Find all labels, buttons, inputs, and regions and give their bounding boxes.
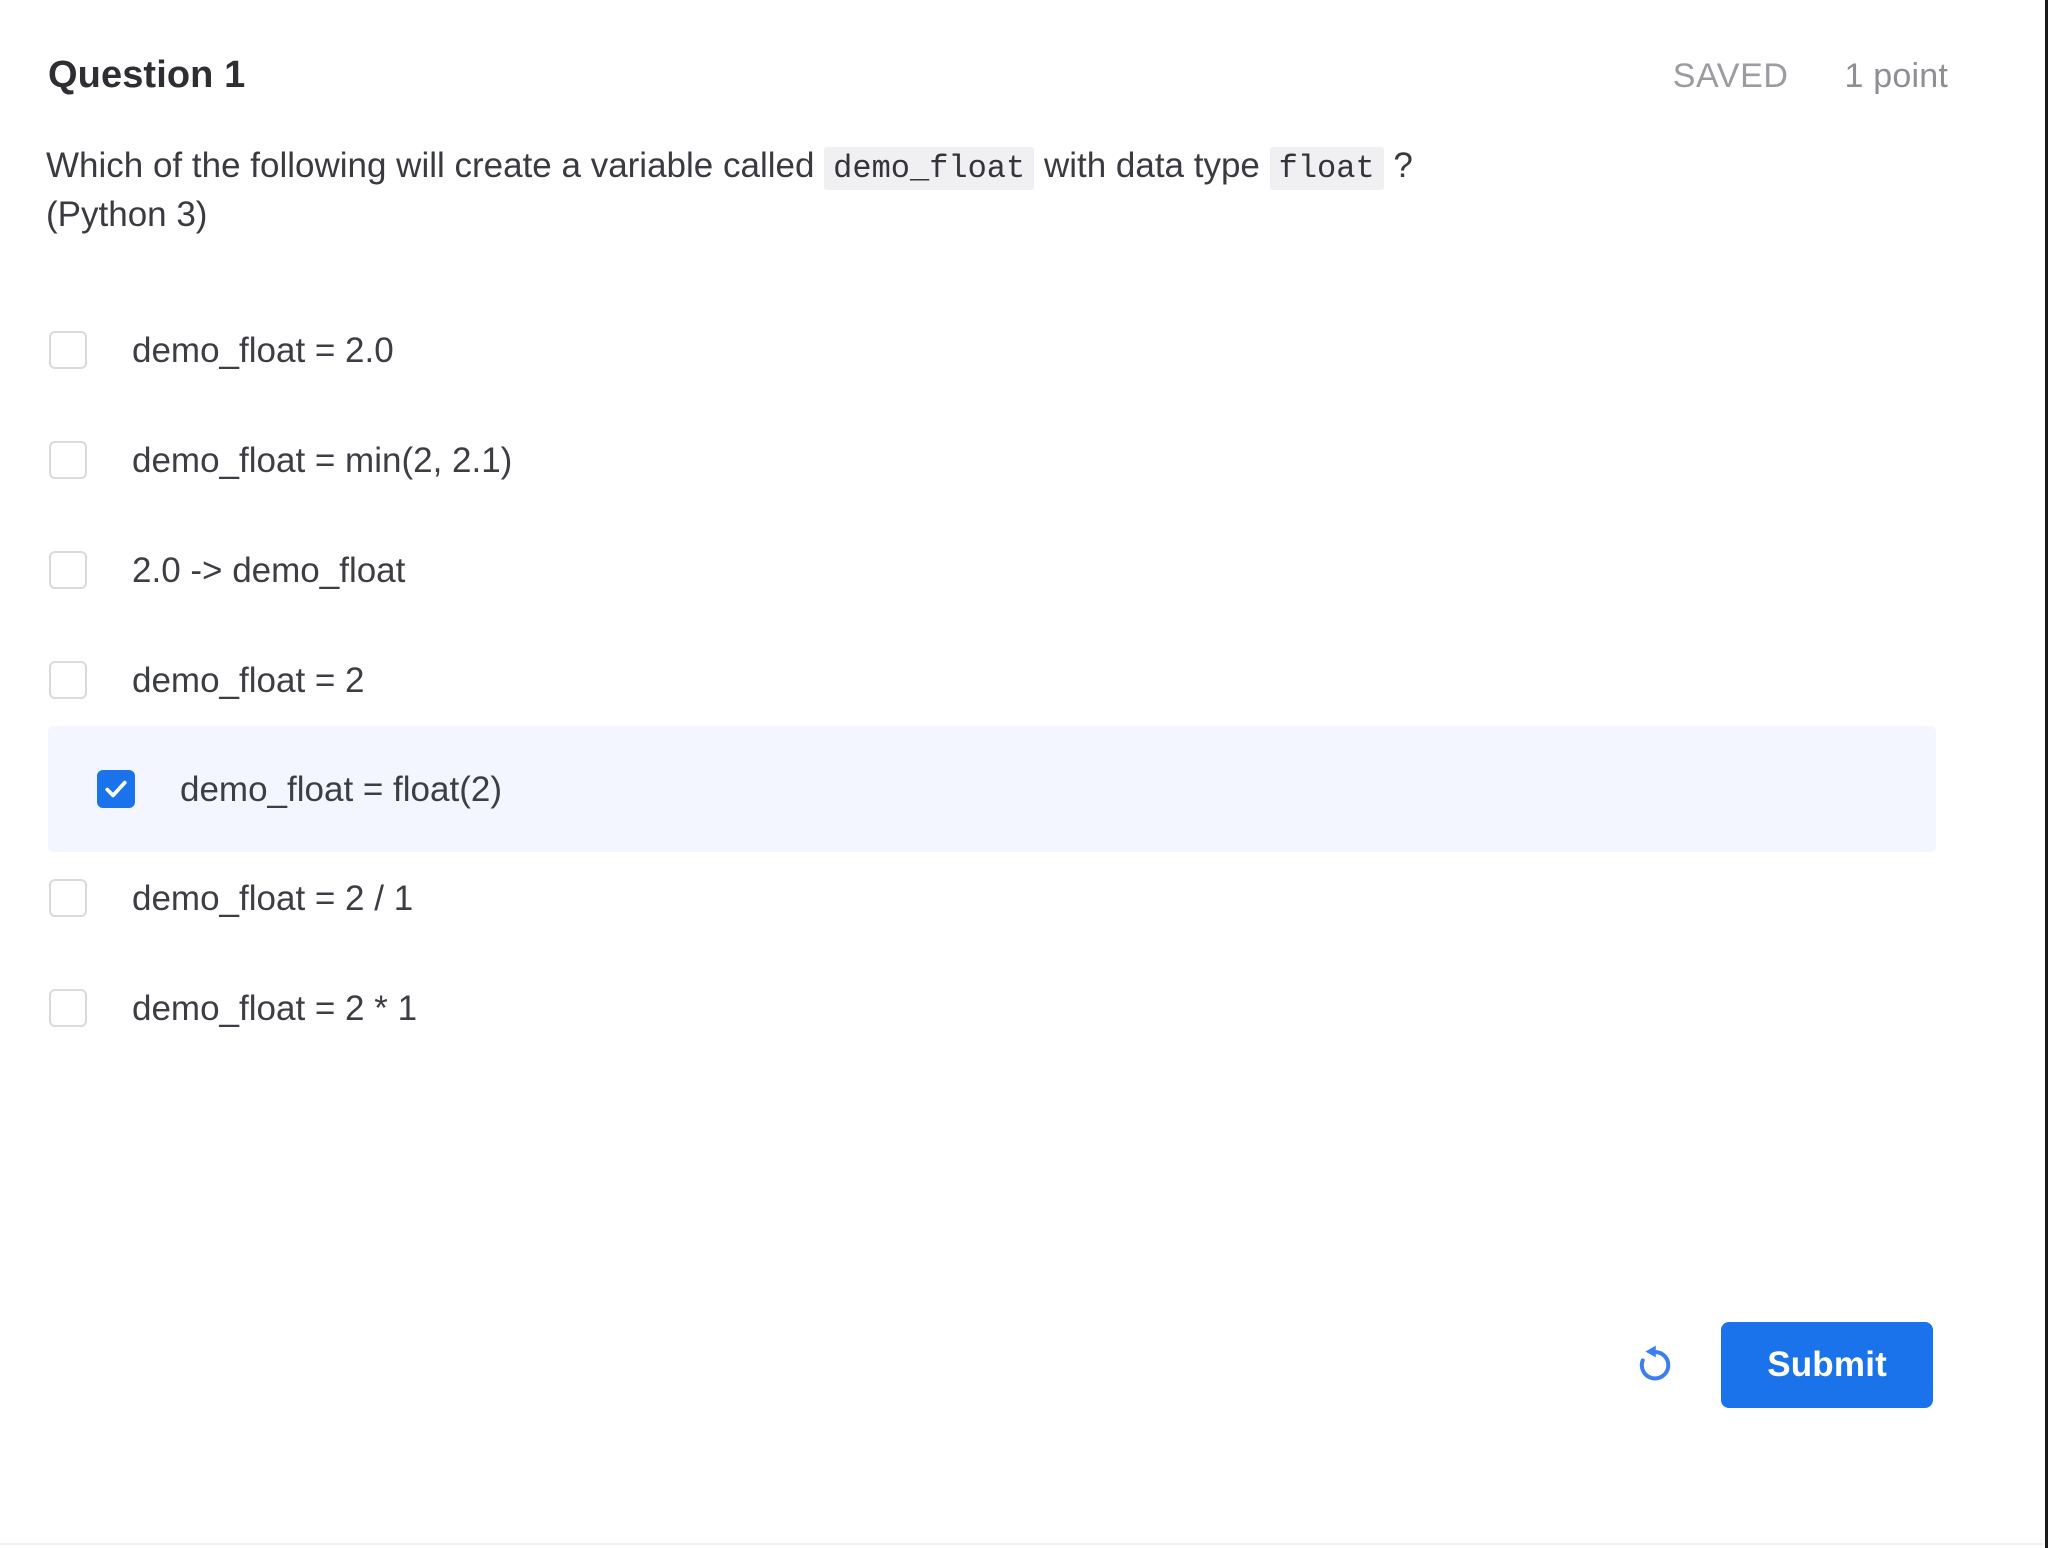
checkbox-wrap-6[interactable] — [48, 988, 88, 1028]
inline-code-demo-float: demo_float — [824, 147, 1035, 190]
question-meta: SAVED 1 point — [1673, 57, 1948, 96]
submit-button[interactable]: Submit — [1721, 1322, 1933, 1408]
checkbox-icon[interactable] — [49, 879, 87, 917]
checkbox-wrap-3[interactable] — [48, 660, 88, 700]
prompt-text-line-2: (Python 3) — [46, 195, 208, 235]
checkbox-wrap-4[interactable] — [96, 769, 136, 809]
checkbox-icon[interactable] — [49, 661, 87, 699]
status-badge-saved: SAVED — [1672, 57, 1789, 95]
answer-option-2[interactable]: 2.0 -> demo_float — [0, 532, 2043, 608]
answer-option-label: 2.0 -> demo_float — [132, 550, 406, 590]
question-prompt: Which of the following will create a var… — [46, 142, 1966, 239]
answer-option-6[interactable]: demo_float = 2 * 1 — [0, 970, 2043, 1046]
answer-option-4[interactable]: demo_float = float(2) — [48, 726, 1936, 852]
checkbox-icon[interactable] — [49, 989, 87, 1027]
answer-option-label: demo_float = 2 — [132, 660, 365, 700]
answer-option-5[interactable]: demo_float = 2 / 1 — [0, 860, 2043, 936]
page-title: Question 1 — [48, 54, 246, 96]
checkbox-wrap-1[interactable] — [48, 440, 88, 480]
question-footer: Submit — [1629, 1322, 1933, 1408]
answer-option-label: demo_float = float(2) — [180, 769, 502, 809]
answer-option-1[interactable]: demo_float = min(2, 2.1) — [0, 422, 2043, 498]
answer-option-label: demo_float = 2.0 — [132, 330, 394, 370]
prompt-text-part-3: ? — [1393, 146, 1413, 185]
reset-button[interactable] — [1629, 1339, 1681, 1391]
checkbox-wrap-0[interactable] — [48, 330, 88, 370]
checkbox-icon[interactable] — [49, 441, 87, 479]
answer-option-label: demo_float = 2 / 1 — [132, 878, 414, 918]
answer-option-label: demo_float = 2 * 1 — [132, 988, 418, 1028]
checkbox-checked-icon[interactable] — [97, 770, 135, 808]
checkbox-icon[interactable] — [49, 331, 87, 369]
prompt-text-part-2: with data type — [1043, 146, 1260, 185]
prompt-text-part-1: Which of the following will create a var… — [46, 146, 815, 185]
question-header: Question 1 SAVED 1 point — [48, 56, 1948, 96]
checkbox-wrap-5[interactable] — [48, 878, 88, 918]
answer-options-list: demo_float = 2.0 demo_float = min(2, 2.1… — [0, 312, 2043, 1080]
checkbox-icon[interactable] — [49, 551, 87, 589]
answer-option-0[interactable]: demo_float = 2.0 — [0, 312, 2043, 388]
points-label: 1 point — [1844, 57, 1948, 95]
inline-code-float: float — [1269, 147, 1384, 190]
answer-option-label: demo_float = min(2, 2.1) — [132, 440, 513, 480]
answer-option-3[interactable]: demo_float = 2 — [0, 642, 2043, 718]
reset-icon — [1640, 1345, 1671, 1381]
checkbox-wrap-2[interactable] — [48, 550, 88, 590]
